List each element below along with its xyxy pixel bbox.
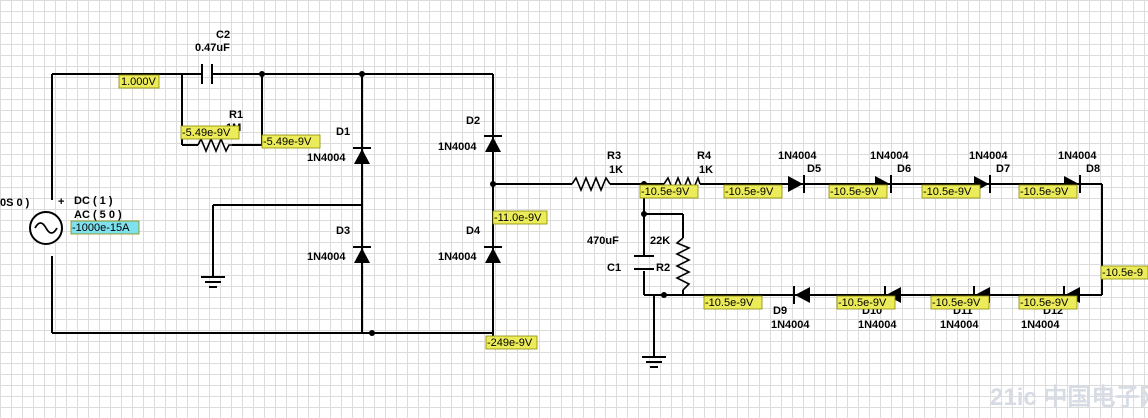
d3-value-label: 1N4004 [307,251,346,263]
svg-text:1.000V: 1.000V [121,76,157,88]
ac-source-symbol[interactable] [29,211,63,245]
svg-text:-5.49e-9V: -5.49e-9V [182,127,231,139]
probe-top-wire[interactable]: 1.000V [118,74,160,89]
diode-d5[interactable] [788,175,805,193]
svg-text:-10.5e-9V: -10.5e-9V [830,186,879,198]
watermark-logo: 21ic 中国电子网 [990,384,1148,411]
probe-r1-left[interactable]: -5.49e-9V [180,125,240,140]
resistor-r2[interactable] [675,237,691,291]
capacitor-c2[interactable] [201,64,213,84]
svg-text:-10.5e-9V: -10.5e-9V [641,186,690,198]
probe-d5-d6[interactable]: -10.5e-9V [828,184,888,199]
svg-text:-10.5e-9V: -10.5e-9V [923,186,972,198]
svg-text:-249e-9V: -249e-9V [487,337,533,349]
probe-source-current[interactable]: -1000e-15A [70,220,140,235]
r2-name-label: R2 [656,262,670,274]
source-name-label: 0S 0 ) [0,197,30,209]
diode-d4[interactable] [484,246,502,263]
d9-value-label: 1N4004 [771,319,810,331]
probe-d9-c1[interactable]: -10.5e-9V [703,295,763,310]
svg-text:-1000e-15A: -1000e-15A [72,222,130,234]
d6-value-label: 1N4004 [870,150,909,162]
resistor-r1[interactable] [197,136,232,154]
r3-value-label: 1K [609,164,623,176]
d7-value-label: 1N4004 [969,150,1008,162]
r4-name-label: R4 [697,150,712,162]
svg-text:-10.5e-9V: -10.5e-9V [1020,297,1069,309]
d10-value-label: 1N4004 [858,319,897,331]
source-plus-sign: + [58,196,64,208]
probe-r4-d5[interactable]: -10.5e-9V [723,184,783,199]
svg-text:-5.49e-9V: -5.49e-9V [263,136,312,148]
probe-d10-d9[interactable]: -10.5e-9V [836,295,896,310]
probe-d11-d10[interactable]: -10.5e-9V [930,295,990,310]
svg-text:-10.5e-9V: -10.5e-9V [705,297,754,309]
d7-name-label: D7 [996,163,1010,175]
d2-value-label: 1N4004 [438,141,477,153]
svg-text:-10.5e-9V: -10.5e-9V [725,186,774,198]
probe-d6-d7[interactable]: -10.5e-9V [921,184,981,199]
diode-d1[interactable] [353,147,371,164]
ground-symbol-right [642,356,666,368]
c1-value-label: 470uF [587,235,619,247]
probe-r3-r4[interactable]: -10.5e-9V [639,184,699,199]
c1-name-label: C1 [607,262,621,274]
d8-value-label: 1N4004 [1058,150,1097,162]
svg-text:-10.5e-9V: -10.5e-9V [932,297,981,309]
source-ac-label: AC ( 5 0 ) [74,209,122,221]
probe-bridge-bottom[interactable]: -249e-9V [485,335,538,350]
d8-name-label: D8 [1086,163,1100,175]
d9-name-label: D9 [773,305,787,317]
probe-d12-d11[interactable]: -10.5e-9V [1018,295,1078,310]
diode-d2[interactable] [484,135,502,152]
d2-name-label: D2 [466,115,480,127]
svg-text:-10.5e-9V: -10.5e-9V [838,297,887,309]
d5-name-label: D5 [807,163,821,175]
d3-name-label: D3 [336,225,350,237]
c2-name-label: C2 [216,29,230,41]
d1-name-label: D1 [336,126,350,138]
c2-value-label: 0.47uF [195,42,230,54]
d1-value-label: 1N4004 [307,152,346,164]
r1-name-label: R1 [229,109,243,121]
diode-d3[interactable] [353,246,371,263]
probe-right-edge[interactable]: -10.5e-9 [1100,265,1148,280]
d11-value-label: 1N4004 [940,319,979,331]
d4-value-label: 1N4004 [438,251,477,263]
svg-text:-10.5e-9V: -10.5e-9V [1020,186,1069,198]
svg-text:-10.5e-9: -10.5e-9 [1102,267,1143,279]
probe-d7-d8[interactable]: -10.5e-9V [1018,184,1078,199]
r4-value-label: 1K [699,164,713,176]
capacitor-c1[interactable] [634,255,654,270]
diode-d9[interactable] [793,286,810,304]
r3-name-label: R3 [607,150,621,162]
source-dc-label: DC ( 1 ) [74,195,113,207]
resistor-r3[interactable] [571,175,611,193]
probe-bridge-right[interactable]: -11.0e-9V [492,210,548,225]
d5-value-label: 1N4004 [778,150,817,162]
r2-value-label: 22K [650,235,670,247]
svg-text:-11.0e-9V: -11.0e-9V [494,212,542,224]
ground-symbol-left [201,276,225,288]
wires [51,73,1103,356]
junction-dots [259,71,667,336]
d12-value-label: 1N4004 [1021,319,1060,331]
probe-r1-right[interactable]: -5.49e-9V [261,134,321,149]
d4-name-label: D4 [466,225,481,237]
d6-name-label: D6 [897,163,911,175]
